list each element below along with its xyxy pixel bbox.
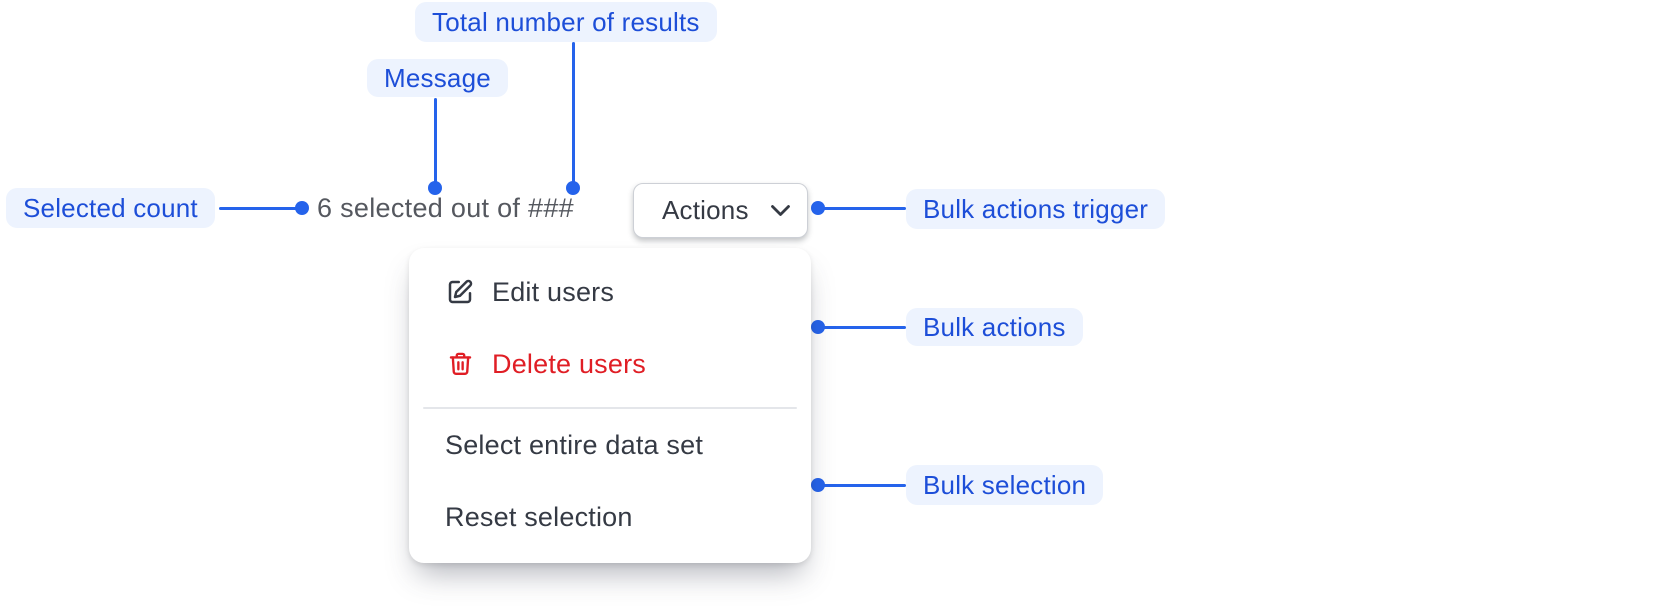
menu-divider — [423, 407, 797, 409]
annotation-pill-bulk-actions-trigger: Bulk actions trigger — [906, 189, 1166, 229]
connector-dot-message — [428, 181, 442, 195]
annotation-pill-bulk-selection: Bulk selection — [906, 465, 1104, 505]
bulk-actions-menu: Edit users Delete users Select entire da… — [409, 248, 811, 563]
menu-item-label: Reset selection — [445, 501, 633, 532]
annotation-pill-message: Message — [367, 59, 508, 97]
connector-dot-bulk-actions — [811, 320, 825, 334]
connector-dot-total-results — [566, 181, 580, 195]
menu-item-reset-selection[interactable]: Reset selection — [409, 489, 811, 545]
menu-item-edit-users[interactable]: Edit users — [409, 264, 811, 320]
connector-dot-bulk-selection — [811, 478, 825, 492]
trash-icon — [445, 349, 475, 379]
annotation-pill-total-results: Total number of results — [415, 2, 717, 42]
connector-line-total-results — [572, 42, 575, 183]
connector-line-bulk-actions — [823, 326, 906, 329]
menu-item-select-entire-data-set[interactable]: Select entire data set — [409, 417, 811, 473]
bulk-actions-trigger-button[interactable]: Actions — [633, 183, 808, 238]
selection-count-message: 6 selected out of ### — [317, 193, 574, 223]
connector-dot-bulk-actions-trigger — [811, 201, 825, 215]
connector-line-selected-count — [219, 207, 297, 210]
menu-item-label: Select entire data set — [445, 429, 704, 460]
menu-item-label: Delete users — [492, 348, 646, 379]
chevron-down-icon — [771, 205, 790, 216]
connector-line-message — [434, 98, 437, 183]
menu-item-label: Edit users — [492, 276, 615, 307]
actions-button-label: Actions — [662, 195, 749, 225]
connector-line-bulk-selection — [823, 484, 906, 487]
connector-line-bulk-actions-trigger — [823, 207, 906, 210]
annotation-pill-selected-count: Selected count — [6, 188, 215, 228]
annotation-pill-bulk-actions: Bulk actions — [906, 308, 1083, 346]
menu-item-delete-users[interactable]: Delete users — [409, 336, 811, 392]
connector-dot-selected-count — [295, 201, 309, 215]
edit-pencil-icon — [445, 277, 475, 307]
